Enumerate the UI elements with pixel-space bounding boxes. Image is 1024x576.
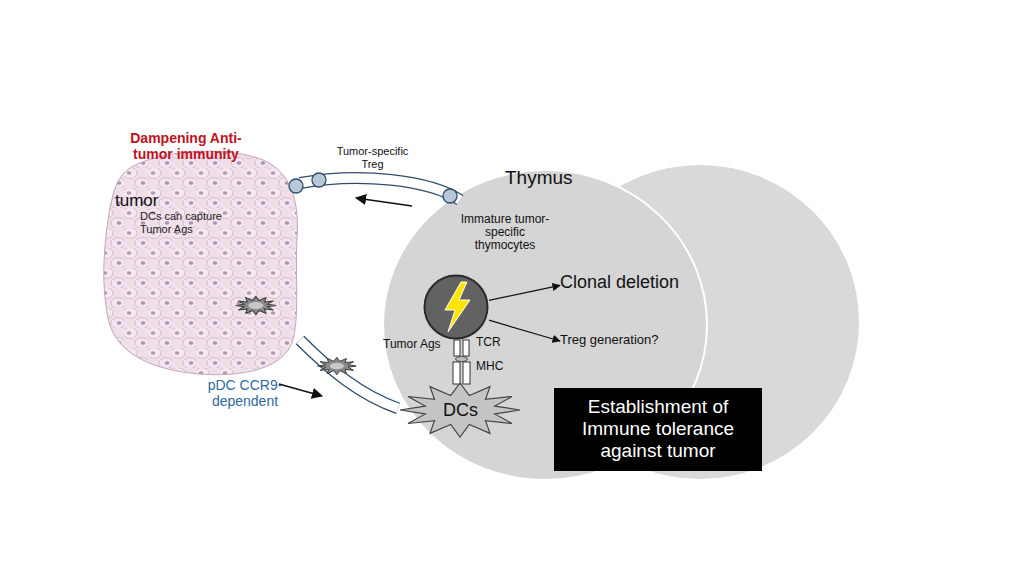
vessel-wall (300, 178, 460, 200)
thymocyte-node: Immature tumor-specific thymocytes (423, 274, 489, 340)
thymocyte-cell (423, 274, 489, 340)
conclusion-text: Establishment of Immune tolerance agains… (560, 396, 756, 462)
tumor-node: Dampening Anti-tumor immunity tumorDCs ca… (100, 128, 300, 378)
dc-node: DCs (398, 382, 523, 438)
treg-cell (312, 173, 326, 187)
vessel-lumen (300, 178, 460, 200)
edge-label: pDC CCR9-dependent (190, 377, 300, 409)
tumor-mass (104, 151, 298, 375)
edge-label: Tumor-specific Treg (325, 145, 420, 171)
note-text: DCs can capture Tumor Ags (140, 210, 234, 236)
direction-arrow (279, 384, 322, 396)
receptor-label: TCR (476, 335, 516, 349)
outcome-label: Clonal deletion (560, 271, 700, 293)
cell-heading: Immature tumor-specific thymocytes (460, 213, 550, 252)
outcome-label: Treg generation? (560, 332, 680, 348)
migrating-dc (318, 357, 357, 374)
conclusion-box: Establishment of Immune tolerance agains… (554, 388, 762, 471)
receptor-label: MHC (476, 359, 516, 373)
effect-heading: Dampening Anti-tumor immunity (115, 130, 257, 162)
outcome-text: Clonal deletion (560, 271, 700, 295)
direction-arrow (356, 198, 412, 206)
tumor-illustration (100, 128, 300, 378)
cell-label: DCs (398, 399, 523, 421)
signal-bolt (445, 282, 470, 332)
vessel-connector (300, 178, 460, 206)
organ-title: Thymus (505, 167, 595, 189)
antigen-label: Tumor Ags (383, 337, 453, 351)
vessel-connector (279, 340, 398, 408)
outcome-text: Treg generation? (560, 332, 680, 350)
thymocyte-body (425, 276, 488, 339)
tumor-label: tumor (115, 191, 195, 211)
